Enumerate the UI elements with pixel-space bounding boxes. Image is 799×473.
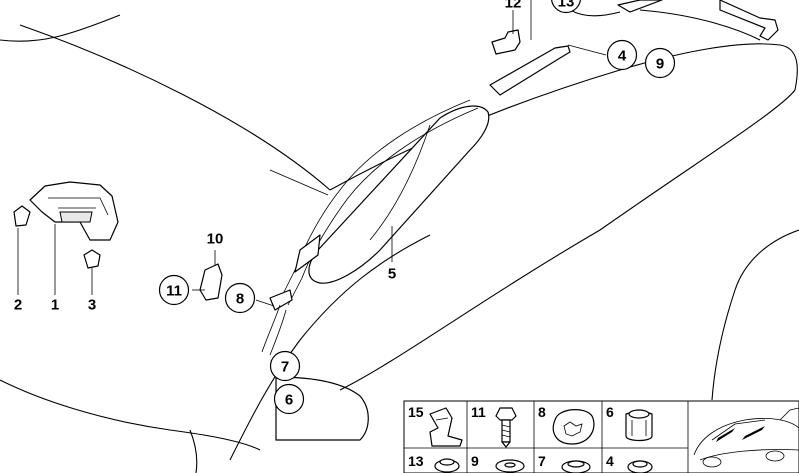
svg-text:6: 6 bbox=[285, 392, 293, 409]
callout-c6: 6 bbox=[273, 383, 305, 415]
grid-num-4: 4 bbox=[606, 453, 614, 469]
grid-num-6: 6 bbox=[606, 404, 614, 420]
callout-c13: 13 bbox=[551, 0, 581, 14]
callout-c4: 4 bbox=[606, 39, 638, 71]
top-right-bracket bbox=[617, 0, 779, 41]
head-airbag-assembly bbox=[261, 45, 571, 356]
grid-num-15: 15 bbox=[408, 404, 424, 420]
screw-11-icon bbox=[495, 407, 517, 448]
grid-num-9: 9 bbox=[471, 453, 479, 469]
bracket-12 bbox=[491, 0, 532, 55]
grid-num-13: 13 bbox=[408, 453, 424, 469]
parts-grid: 15 11 8 6 13 9 7 4 bbox=[403, 400, 799, 473]
svg-text:8: 8 bbox=[236, 291, 244, 308]
seal-8-icon bbox=[552, 409, 595, 445]
grid-num-8: 8 bbox=[538, 404, 546, 420]
svg-text:13: 13 bbox=[558, 0, 575, 11]
svg-text:7: 7 bbox=[281, 359, 289, 376]
grid-num-11: 11 bbox=[471, 404, 486, 420]
label-1: 1 bbox=[51, 297, 59, 314]
label-5: 5 bbox=[388, 266, 396, 283]
callout-c11: 11 bbox=[158, 274, 190, 306]
callout-c8: 8 bbox=[224, 282, 256, 314]
callout-c7: 7 bbox=[269, 350, 301, 382]
grid-num-7: 7 bbox=[538, 453, 546, 469]
svg-text:11: 11 bbox=[166, 283, 182, 300]
svg-text:9: 9 bbox=[656, 56, 664, 73]
bracket-10-11 bbox=[199, 250, 223, 301]
svg-text:4: 4 bbox=[618, 48, 627, 65]
clip-15-icon bbox=[429, 407, 463, 447]
label-3: 3 bbox=[88, 297, 96, 314]
washer-9-icon bbox=[495, 459, 525, 473]
plug-4-icon bbox=[627, 460, 653, 473]
nut-6-icon bbox=[625, 409, 653, 442]
label-12: 12 bbox=[505, 0, 522, 12]
leader-lines bbox=[17, 44, 607, 441]
callout-c9: 9 bbox=[644, 47, 676, 79]
label-2: 2 bbox=[14, 297, 22, 314]
label-10: 10 bbox=[207, 231, 224, 248]
grommet-7-icon bbox=[561, 460, 591, 473]
cap-13-icon bbox=[434, 458, 460, 473]
airbag-module-1 bbox=[13, 181, 119, 269]
car-thumbnail-icon bbox=[693, 407, 799, 468]
